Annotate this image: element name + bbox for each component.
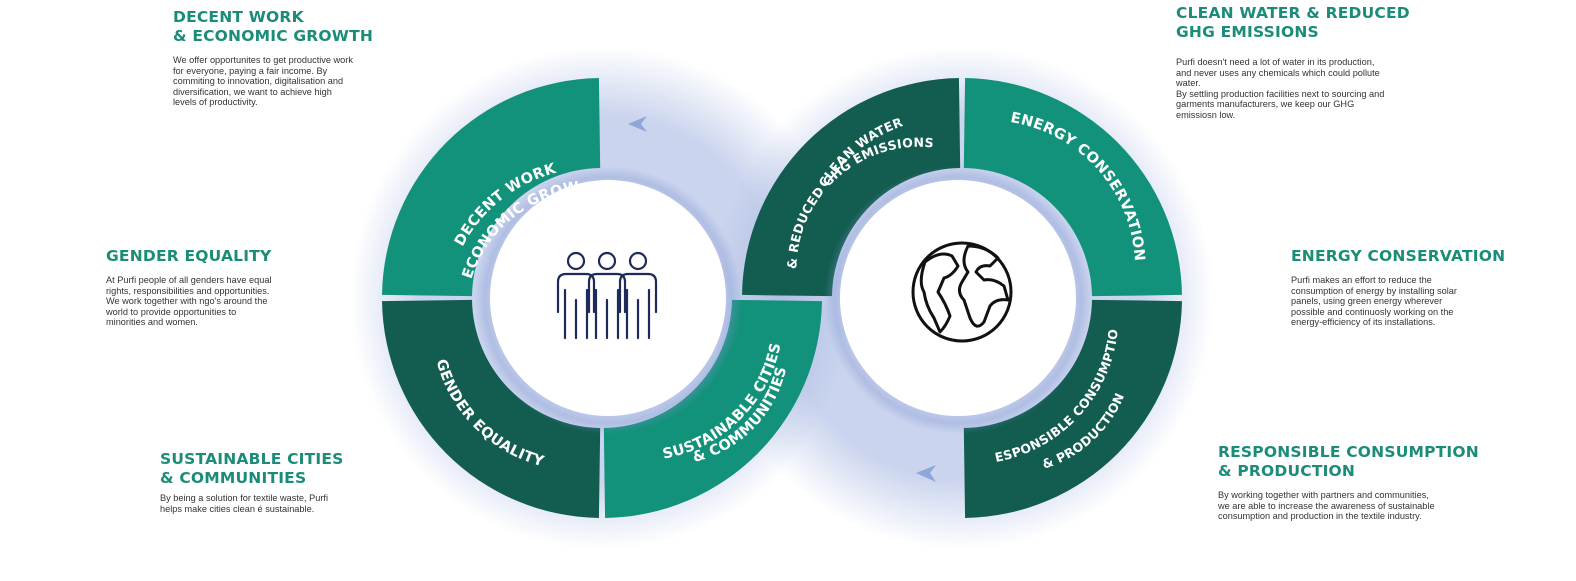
info-block-clean-water: CLEAN WATER & REDUCED GHG EMISSIONS Purf… [1176,4,1410,121]
segment-responsible-consumption [963,299,1182,518]
heading-clean-water: CLEAN WATER & REDUCED GHG EMISSIONS [1176,4,1410,41]
arrowhead-icon [916,465,936,482]
segment-clean-water [742,78,961,297]
heading-sustainable-cities: SUSTAINABLE CITIES & COMMUNITIES [160,450,344,487]
segment-sustainable-cities [603,299,822,518]
arrowhead-icon [628,116,647,132]
info-block-responsible-consumption: RESPONSIBLE CONSUMPTION & PRODUCTION By … [1218,443,1479,522]
info-block-gender-equality: GENDER EQUALITY At Purfi people of all g… [106,247,272,328]
description-responsible-consumption: By working together with partners and co… [1218,490,1435,522]
heading-gender-equality: GENDER EQUALITY [106,247,272,265]
heading-responsible-consumption: RESPONSIBLE CONSUMPTION & PRODUCTION [1218,443,1479,480]
segment-decent-work [382,78,601,297]
description-gender-equality: At Purfi people of all genders have equa… [106,275,272,328]
description-clean-water: Purfi doesn't need a lot of water in its… [1176,57,1385,120]
info-block-energy-conservation: ENERGY CONSERVATION Purfi makes an effor… [1291,247,1505,328]
heading-energy-conservation: ENERGY CONSERVATION [1291,247,1506,265]
description-energy-conservation: Purfi makes an effort to reduce the cons… [1291,275,1457,328]
description-sustainable-cities: By being a solution for textile waste, P… [160,493,329,514]
globe-icon [911,241,1013,343]
info-block-sustainable-cities: SUSTAINABLE CITIES & COMMUNITIES By bein… [160,450,344,514]
info-block-decent-work: DECENT WORK & ECONOMIC GROWTH We offer o… [173,8,373,108]
description-decent-work: We offer opportunites to get productive … [173,55,353,108]
segment-gender-equality [382,299,601,518]
heading-decent-work: DECENT WORK & ECONOMIC GROWTH [173,8,374,45]
center-disc-left [490,180,726,416]
segment-energy-conservation [963,78,1182,297]
people-icon [556,251,658,340]
